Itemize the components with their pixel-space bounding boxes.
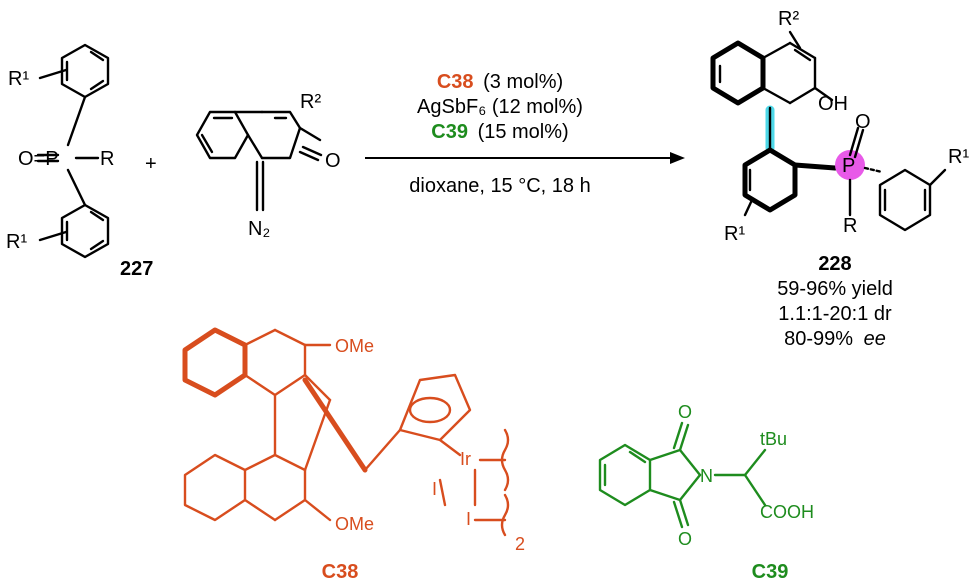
ee-label: 80-99% ee: [784, 328, 886, 350]
yield-label: 59-96% yield: [777, 278, 893, 300]
c38-i-left-label: I: [432, 479, 437, 499]
catalyst-c38-loading: (3 mol%): [483, 71, 563, 93]
solvent-line: dioxane, 15 °C, 18 h: [409, 175, 590, 197]
arrow-head: [670, 152, 685, 164]
r1-bottom-label: R¹: [6, 231, 27, 253]
catalyst-c39-loading: (15 mol%): [478, 121, 569, 143]
ee-value: 80-99%: [784, 328, 853, 350]
product-po-o-label: O: [855, 111, 871, 133]
catalyst-c39-structure: [598, 421, 767, 529]
r-label: R: [100, 148, 114, 170]
product-r1-left-label: R¹: [724, 223, 745, 245]
catalyst-line: C38 (3 mol%): [437, 71, 563, 93]
dr-label: 1.1:1-20:1 dr: [778, 303, 892, 325]
n2-label: N₂: [248, 218, 270, 240]
c38-ome-bottom-label: OMe: [335, 514, 374, 534]
c38-ome-top-label: OMe: [335, 336, 374, 356]
c38-dimer-subscript: 2: [515, 534, 525, 554]
reactant-diazo-structure: [195, 110, 323, 212]
product-oh-label: OH: [818, 93, 848, 115]
c39-n-label: N: [700, 466, 713, 486]
c38-label: C38: [322, 561, 359, 583]
carbonyl-o-label: O: [325, 150, 341, 172]
product-r2-label: R²: [778, 8, 799, 30]
c39-cooh-label: COOH: [760, 502, 814, 522]
catalyst-c38-structure: [182, 327, 510, 537]
c39-o-top-label: O: [678, 402, 692, 422]
reactant-227-structure: [36, 43, 110, 259]
catalyst-c38-name: C38: [437, 71, 474, 93]
ee-unit: ee: [864, 328, 886, 350]
compound-227-label: 227: [120, 258, 153, 280]
silver-salt-line: AgSbF₆ (12 mol%): [417, 96, 583, 118]
r2-label: R²: [300, 91, 321, 113]
r1-top-label: R¹: [8, 68, 29, 90]
c38-ir-label: Ir: [460, 449, 471, 469]
product-r1-right-label: R¹: [948, 146, 969, 168]
p-stereocenter-highlight: [835, 150, 865, 180]
product-r-label: R: [843, 215, 857, 237]
c39-tbu-label: tBu: [760, 429, 787, 449]
po-label: O=P: [18, 148, 59, 170]
plus-sign: +: [145, 153, 157, 175]
product-p-label: P: [842, 155, 855, 177]
c39-o-bottom-label: O: [678, 529, 692, 549]
compound-228-label: 228: [818, 253, 851, 275]
product-228-structure: [710, 30, 947, 232]
catalyst-c39-name: C39: [431, 121, 468, 143]
cocatalyst-line: C39 (15 mol%): [431, 121, 568, 143]
c39-label: C39: [752, 561, 789, 583]
c38-i-bottom-label: I: [466, 509, 471, 529]
